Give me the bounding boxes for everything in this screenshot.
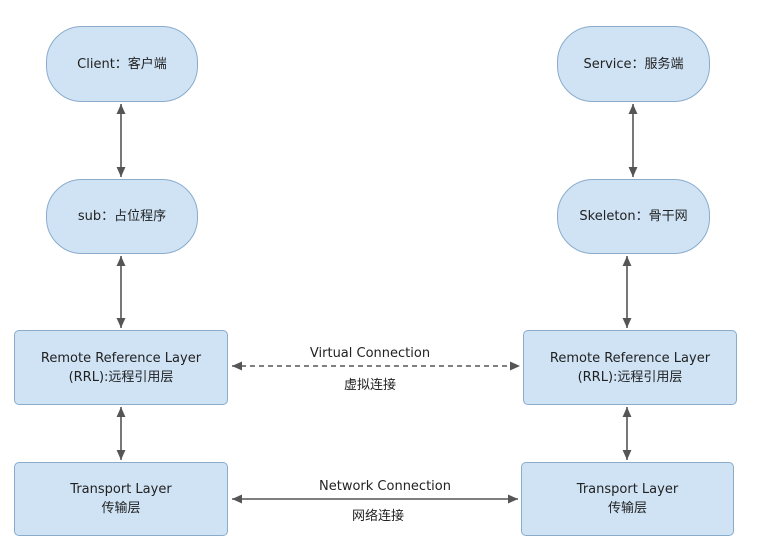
skeleton-node: Skeleton：骨干网 [557,179,710,254]
transport-left-node: Transport Layer 传输层 [14,462,228,536]
network-connection-label-en: Network Connection [319,479,451,494]
transport-right-node: Transport Layer 传输层 [521,462,734,536]
rrl-left-line2: (RRL):远程引用层 [68,369,174,385]
rrl-right-node: Remote Reference Layer (RRL):远程引用层 [523,330,737,405]
skeleton-label: Skeleton：骨干网 [579,209,688,224]
virtual-connection-label-zh: 虚拟连接 [343,378,396,393]
service-node: Service：服务端 [557,26,710,102]
rrl-right-line2: (RRL):远程引用层 [577,369,683,385]
client-label: Client：客户端 [77,56,167,72]
transport-right-line2: 传输层 [607,501,647,516]
client-node: Client：客户端 [46,26,198,102]
sub-node: sub：占位程序 [46,179,198,254]
transport-right-line1: Transport Layer [576,482,679,497]
virtual-connection-label-en: Virtual Connection [309,346,431,361]
rrl-right-line1: Remote Reference Layer [549,350,711,366]
transport-left-line2: 传输层 [101,501,141,516]
service-label: Service：服务端 [583,56,684,72]
transport-left-line1: Transport Layer [70,482,172,497]
rrl-left-node: Remote Reference Layer (RRL):远程引用层 [14,330,228,405]
sub-label: sub：占位程序 [77,209,167,224]
network-connection-label-zh: 网络连接 [351,509,404,524]
rrl-left-line1: Remote Reference Layer [40,350,202,366]
